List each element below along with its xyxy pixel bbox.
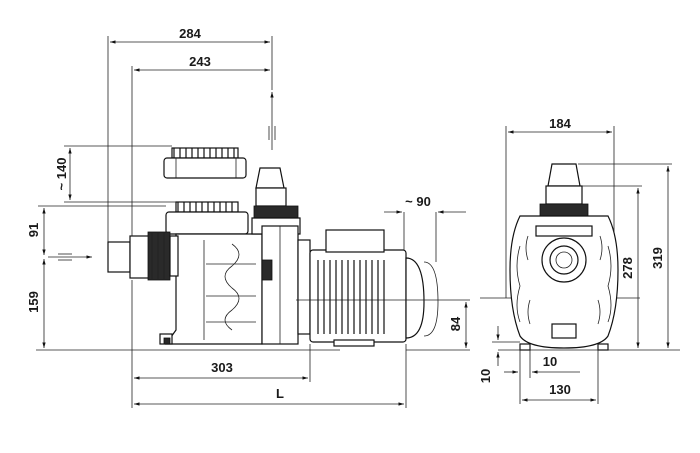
dimension-184: 184 bbox=[505, 116, 615, 298]
inlet-nozzle bbox=[107, 231, 179, 281]
dimension-L-label: L bbox=[276, 386, 284, 401]
dimension-90: ~ 90 bbox=[384, 194, 466, 262]
dimension-L: L bbox=[134, 344, 407, 408]
dimension-278: 278 bbox=[582, 185, 642, 348]
dimension-319: 319 bbox=[578, 163, 672, 348]
front-view: 184 278 319 10 10 bbox=[478, 116, 680, 404]
dimension-278-label: 278 bbox=[620, 257, 635, 279]
dimension-184-label: 184 bbox=[549, 116, 571, 131]
dimension-140: ~ 140 bbox=[54, 145, 176, 203]
motor bbox=[309, 229, 439, 347]
dimension-243-label: 243 bbox=[189, 54, 211, 69]
dimension-159: 159 bbox=[26, 259, 46, 348]
outlet-nozzle bbox=[251, 167, 301, 235]
dimension-91-label: 91 bbox=[26, 223, 41, 237]
dimension-84: 84 bbox=[296, 299, 470, 351]
dimension-303-label: 303 bbox=[211, 360, 233, 375]
dimension-284: 284 bbox=[107, 26, 273, 242]
dimension-10-horizontal: 10 bbox=[504, 344, 580, 404]
dimension-159-label: 159 bbox=[26, 291, 41, 313]
dimension-130: 130 bbox=[522, 344, 599, 404]
dimension-130-label: 130 bbox=[549, 382, 571, 397]
inlet-flow-arrow bbox=[48, 253, 92, 261]
strainer-lid bbox=[163, 147, 247, 179]
dimension-84-label: 84 bbox=[448, 316, 463, 331]
strainer-housing-lid bbox=[165, 201, 249, 235]
dimension-284-label: 284 bbox=[179, 26, 201, 41]
motor-flange bbox=[261, 225, 311, 345]
front-pump-body bbox=[509, 215, 619, 349]
dimension-140-label: ~ 140 bbox=[54, 158, 69, 191]
dimension-303: 303 bbox=[131, 280, 311, 408]
dimension-243: 243 bbox=[131, 54, 270, 236]
outlet-flow-arrow bbox=[268, 92, 276, 150]
pump-body bbox=[159, 233, 263, 345]
front-outlet-nozzle bbox=[539, 163, 589, 217]
dimension-10-vertical: 10 bbox=[478, 326, 520, 383]
dimension-91: 91 bbox=[26, 205, 166, 255]
side-view: 284 243 ~ 140 91 159 bbox=[26, 26, 470, 408]
dimension-319-label: 319 bbox=[650, 247, 665, 269]
dimension-90-label: ~ 90 bbox=[405, 194, 431, 209]
dimension-10-left-label: 10 bbox=[478, 369, 493, 383]
dimension-10-mid-label: 10 bbox=[543, 354, 557, 369]
